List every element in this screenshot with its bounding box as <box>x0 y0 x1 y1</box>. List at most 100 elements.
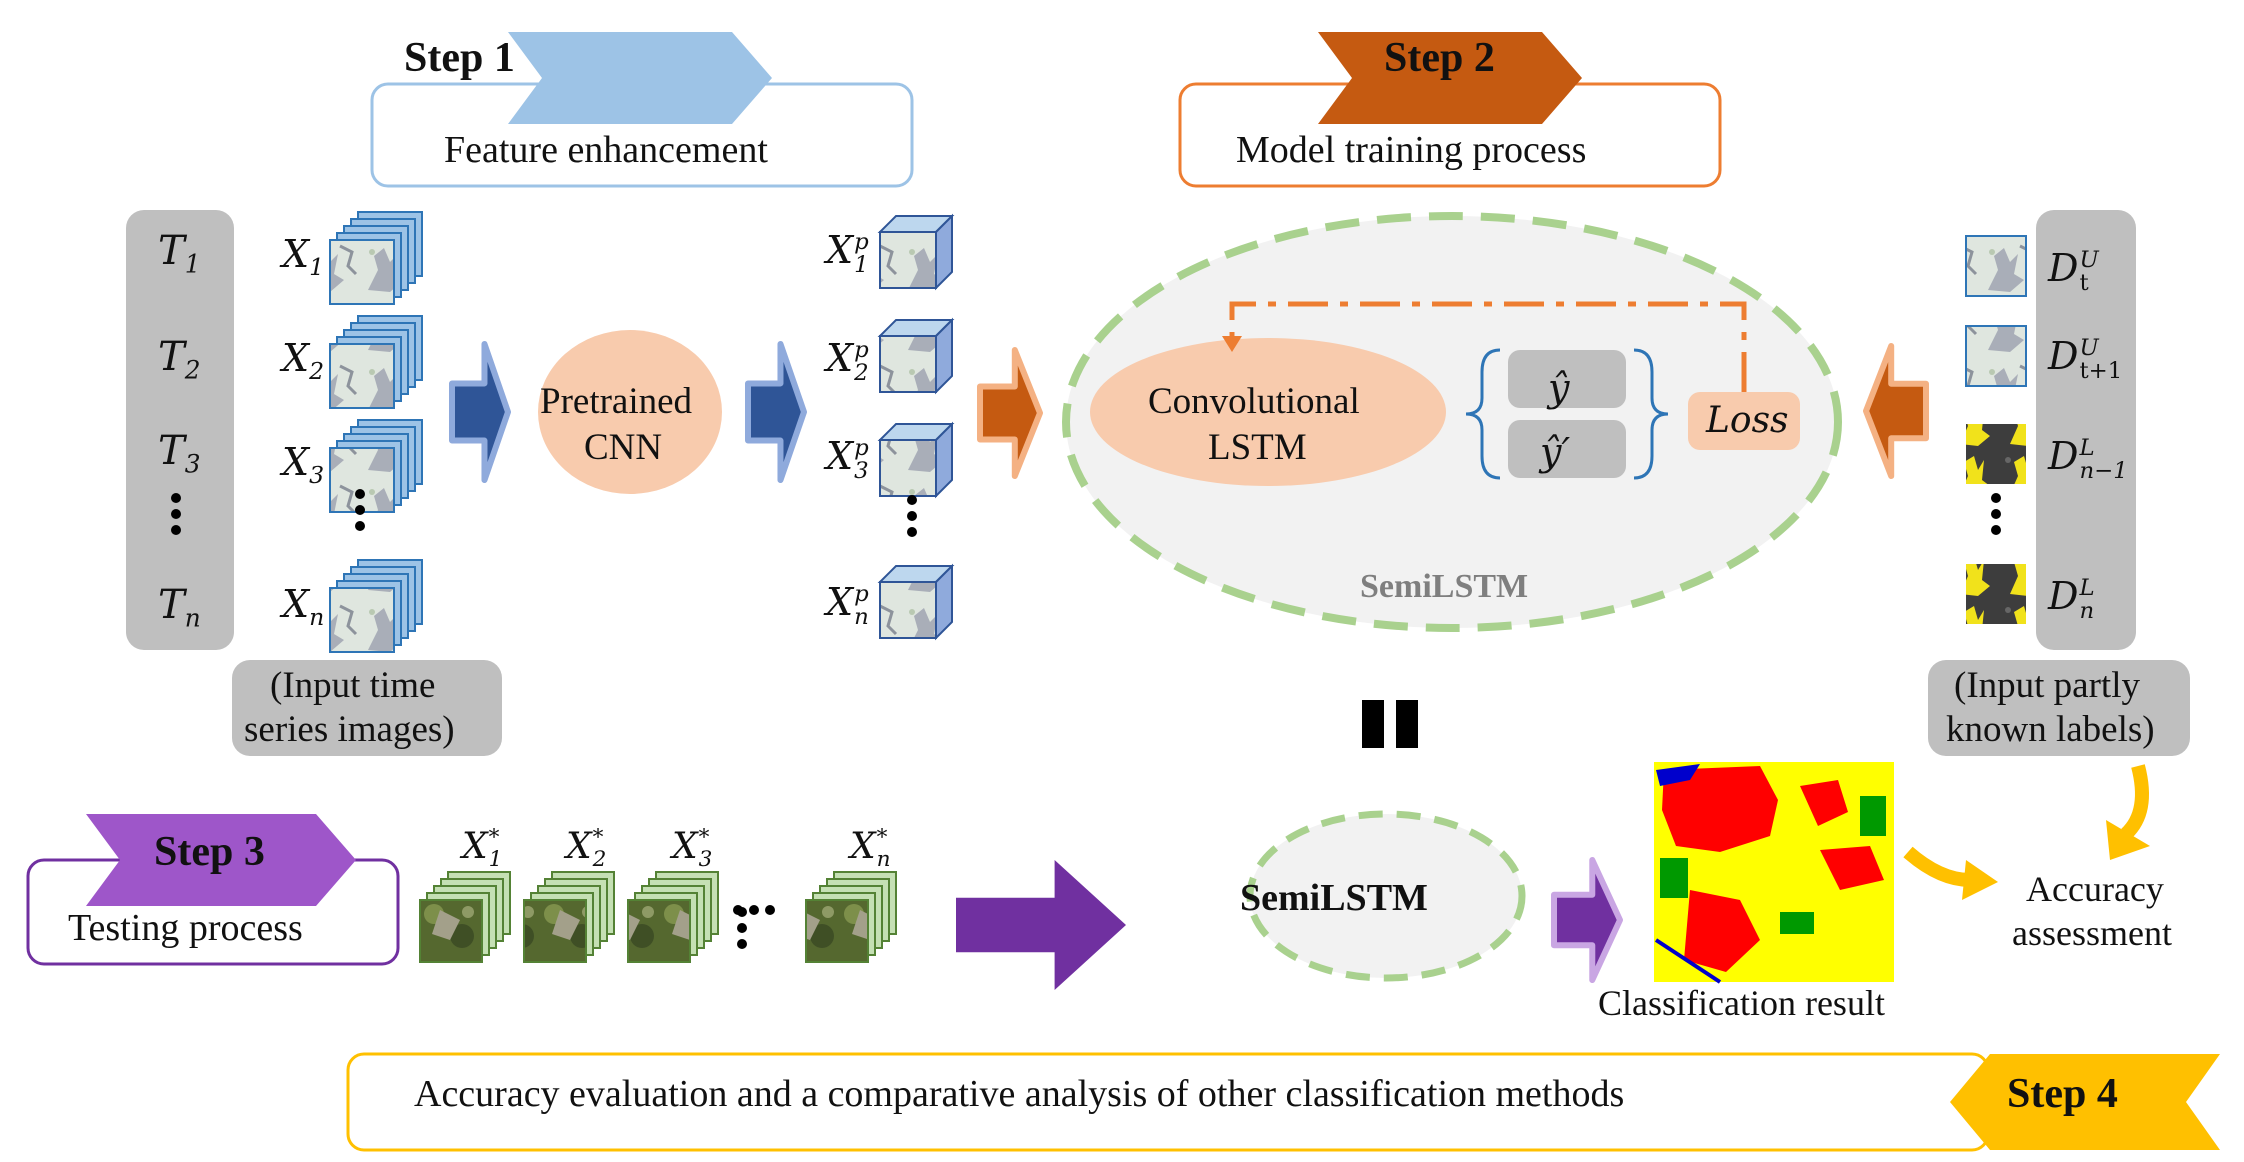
classification-map-green-3 <box>1780 912 1814 934</box>
semilstm-inner-label: SemiLSTM <box>1360 568 1529 605</box>
yellow-arrow-right-shaft <box>1903 846 1971 887</box>
x-processed-dots-2 <box>907 527 917 537</box>
classification-map-green-1 <box>1660 858 1688 898</box>
x-input-dots-1 <box>355 505 365 515</box>
time-label-2: T2 <box>158 334 201 385</box>
conv-lstm-line2: LSTM <box>1208 427 1307 468</box>
step1-title: Feature enhancement <box>444 129 768 171</box>
classification-map-red-1 <box>1662 766 1778 852</box>
step3-badge: Step 3 <box>154 829 265 875</box>
classification-map-red-4 <box>1820 846 1884 890</box>
purple-arrow-1 <box>956 860 1126 990</box>
blue-arrow-2 <box>745 341 807 483</box>
x-processed-cube-2-front <box>879 439 937 497</box>
purple-arrow-2 <box>1551 857 1623 983</box>
x-input-2: X2 <box>282 336 325 386</box>
classification-map-blue-1 <box>1656 764 1700 786</box>
step2-badge-shape <box>1318 32 1582 124</box>
time-dots-1 <box>171 509 181 519</box>
step1-badge: Step 1 <box>404 35 515 81</box>
d-tile-n <box>1966 564 2026 624</box>
y-hat-prime-box <box>1508 420 1626 478</box>
feedback-line <box>1229 301 1747 392</box>
yellow-arrow-right-head <box>1962 860 1998 900</box>
test-dots-row-a-2 <box>737 939 747 949</box>
step4-badge-shape <box>1950 1054 2220 1150</box>
feedback-arrowhead <box>1222 336 1242 352</box>
test-stack-1-layer-0 <box>523 899 587 963</box>
x-input-stack-0-layer-0 <box>329 239 395 305</box>
test-input-2: X*2 <box>566 825 607 872</box>
x-input-stack-2-layer-0 <box>329 447 395 513</box>
conv-lstm-line1: Convolutional <box>1148 381 1360 422</box>
test-stack-3-layer-0 <box>805 899 869 963</box>
x-input-1: X1 <box>282 232 325 282</box>
loss-box <box>1688 392 1800 450</box>
conv-lstm-ellipse <box>1090 338 1446 486</box>
time-label-1: T1 <box>158 228 201 279</box>
equals-bar-1 <box>1362 700 1384 748</box>
input-time-series-caption-line2: series images) <box>244 709 455 750</box>
loss-label: Loss <box>1706 400 1789 441</box>
semilstm-ellipse <box>1062 212 1842 632</box>
test-input-3: X*3 <box>672 825 713 872</box>
x-input-n: Xn <box>282 582 325 632</box>
x-processed-dots-1 <box>907 511 917 521</box>
input-time-caption-box <box>232 660 502 756</box>
time-label-n: Tn <box>158 582 201 633</box>
input-labels-caption-line2: known labels) <box>1946 709 2155 750</box>
step1-badge-shape <box>508 32 772 124</box>
x-input-3: X3 <box>282 440 325 490</box>
y-hat: ŷ <box>1548 366 1570 410</box>
d-tile-t <box>1965 235 2027 297</box>
accuracy-assessment-line2: assessment <box>2012 913 2172 953</box>
classification-result-label: Classification result <box>1598 983 1885 1023</box>
pretrained-cnn-line1: Pretrained <box>540 381 693 422</box>
x-processed-dots-0 <box>907 495 917 505</box>
step4-title: Accuracy evaluation and a comparative an… <box>414 1073 1625 1115</box>
blue-arrow-1 <box>449 341 511 483</box>
y-hat-box <box>1508 350 1626 408</box>
orange-arrow-right <box>1863 343 1929 479</box>
semilstm-test-label: SemiLSTM <box>1240 877 1428 919</box>
d-dots-1 <box>1991 509 2001 519</box>
classification-map-red-2 <box>1684 890 1760 972</box>
test-hdot-c <box>765 905 775 915</box>
test-stack-0-layer-0 <box>419 899 483 963</box>
time-dots-0 <box>171 493 181 503</box>
semilstm-test-ellipse <box>1246 810 1526 982</box>
input-labels-caption-line1: (Input partly <box>1954 665 2140 706</box>
equals-bar-2 <box>1396 700 1418 748</box>
test-stack-2-layer-0 <box>627 899 691 963</box>
test-input-1: X*1 <box>462 825 503 872</box>
d-dots-2 <box>1991 525 2001 535</box>
step3-title: Testing process <box>68 907 303 949</box>
input-time-series-caption-line1: (Input time <box>270 665 436 706</box>
x-input-stack-3-layer-0 <box>329 587 395 653</box>
test-input-n: X*n <box>850 825 891 872</box>
step3-badge-shape <box>86 814 356 906</box>
pretrained-cnn-line2: CNN <box>584 427 663 468</box>
accuracy-assessment-line1: Accuracy <box>2026 869 2164 909</box>
x-processed-cube-3-front <box>879 581 937 639</box>
time-panel <box>126 210 234 650</box>
d-tile-t1 <box>1965 325 2027 387</box>
step2-badge: Step 2 <box>1384 35 1495 81</box>
y-hat-prime: ŷ′ <box>1540 430 1571 474</box>
test-hdot-a <box>733 905 743 915</box>
pretrained-cnn-ellipse <box>538 330 722 494</box>
classification-map-red-3 <box>1800 780 1848 826</box>
orange-arrow-left <box>977 347 1043 479</box>
x-processed-cube-1-front <box>879 335 937 393</box>
input-labels-caption-box <box>1928 660 2190 756</box>
time-dots-2 <box>171 525 181 535</box>
d-dots-0 <box>1991 493 2001 503</box>
labels-panel <box>2036 210 2136 650</box>
